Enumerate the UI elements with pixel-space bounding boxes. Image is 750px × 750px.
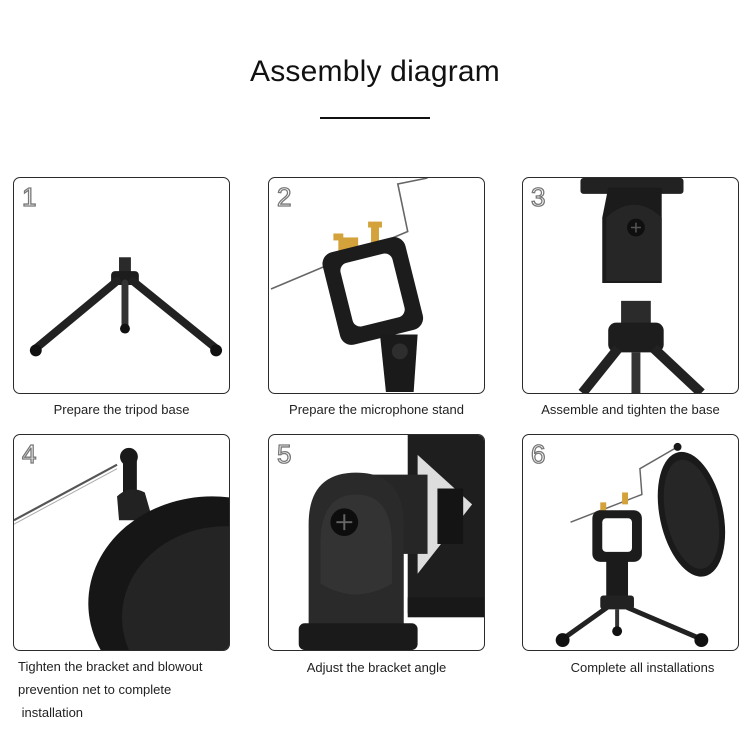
- step-5-caption: Adjust the bracket angle: [306, 660, 447, 675]
- title-underline: [320, 117, 430, 119]
- step-2-panel: 2: [268, 177, 485, 394]
- step-number: 3: [530, 182, 546, 212]
- step-3-caption: Assemble and tighten the base: [541, 402, 720, 417]
- caption-line: installation: [18, 705, 84, 720]
- step-4-caption: Tighten the bracket and blowout preventi…: [18, 655, 248, 724]
- step-number: 1: [21, 182, 37, 212]
- step-number: 2: [276, 182, 292, 212]
- full-assembly-illustration: [555, 442, 726, 648]
- step-number: 4: [21, 439, 37, 469]
- step-1-panel: 1: [13, 177, 230, 394]
- caption-line: Tighten the bracket and blowout: [18, 659, 203, 674]
- caption-line: prevention net to complete: [18, 682, 172, 697]
- step-1-caption: Prepare the tripod base: [53, 402, 190, 417]
- step-3-panel: 3: [522, 177, 739, 394]
- step-6-caption: Complete all installations: [570, 660, 715, 675]
- step-number: 5: [276, 439, 292, 469]
- step-4-panel: 4: [13, 434, 230, 651]
- clip-over-tripod-illustration: [578, 178, 705, 393]
- step-2-caption: Prepare the microphone stand: [289, 402, 464, 417]
- pop-filter-illustration: [14, 447, 229, 650]
- tripod-base-illustration: [29, 257, 223, 357]
- step-number: 6: [530, 439, 546, 469]
- shock-mount-clip-illustration: [270, 178, 428, 393]
- step-6-panel: 6: [522, 434, 739, 651]
- bracket-hinge-illustration: [298, 435, 484, 650]
- page-title: Assembly diagram: [250, 55, 500, 88]
- step-5-panel: 5: [268, 434, 485, 651]
